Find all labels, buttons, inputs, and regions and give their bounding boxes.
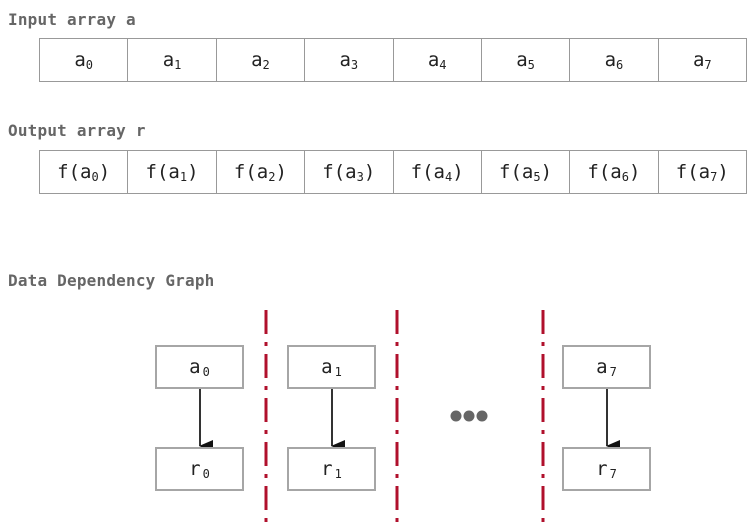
input-array-heading: Input array a	[8, 10, 136, 29]
ellipsis-dot	[476, 410, 488, 422]
ellipsis-dot	[463, 410, 475, 422]
ellipsis-icon	[450, 410, 488, 422]
ellipsis-dot	[450, 410, 462, 422]
output-array-heading: Output array r	[8, 121, 146, 140]
graph-heading: Data Dependency Graph	[8, 271, 215, 290]
